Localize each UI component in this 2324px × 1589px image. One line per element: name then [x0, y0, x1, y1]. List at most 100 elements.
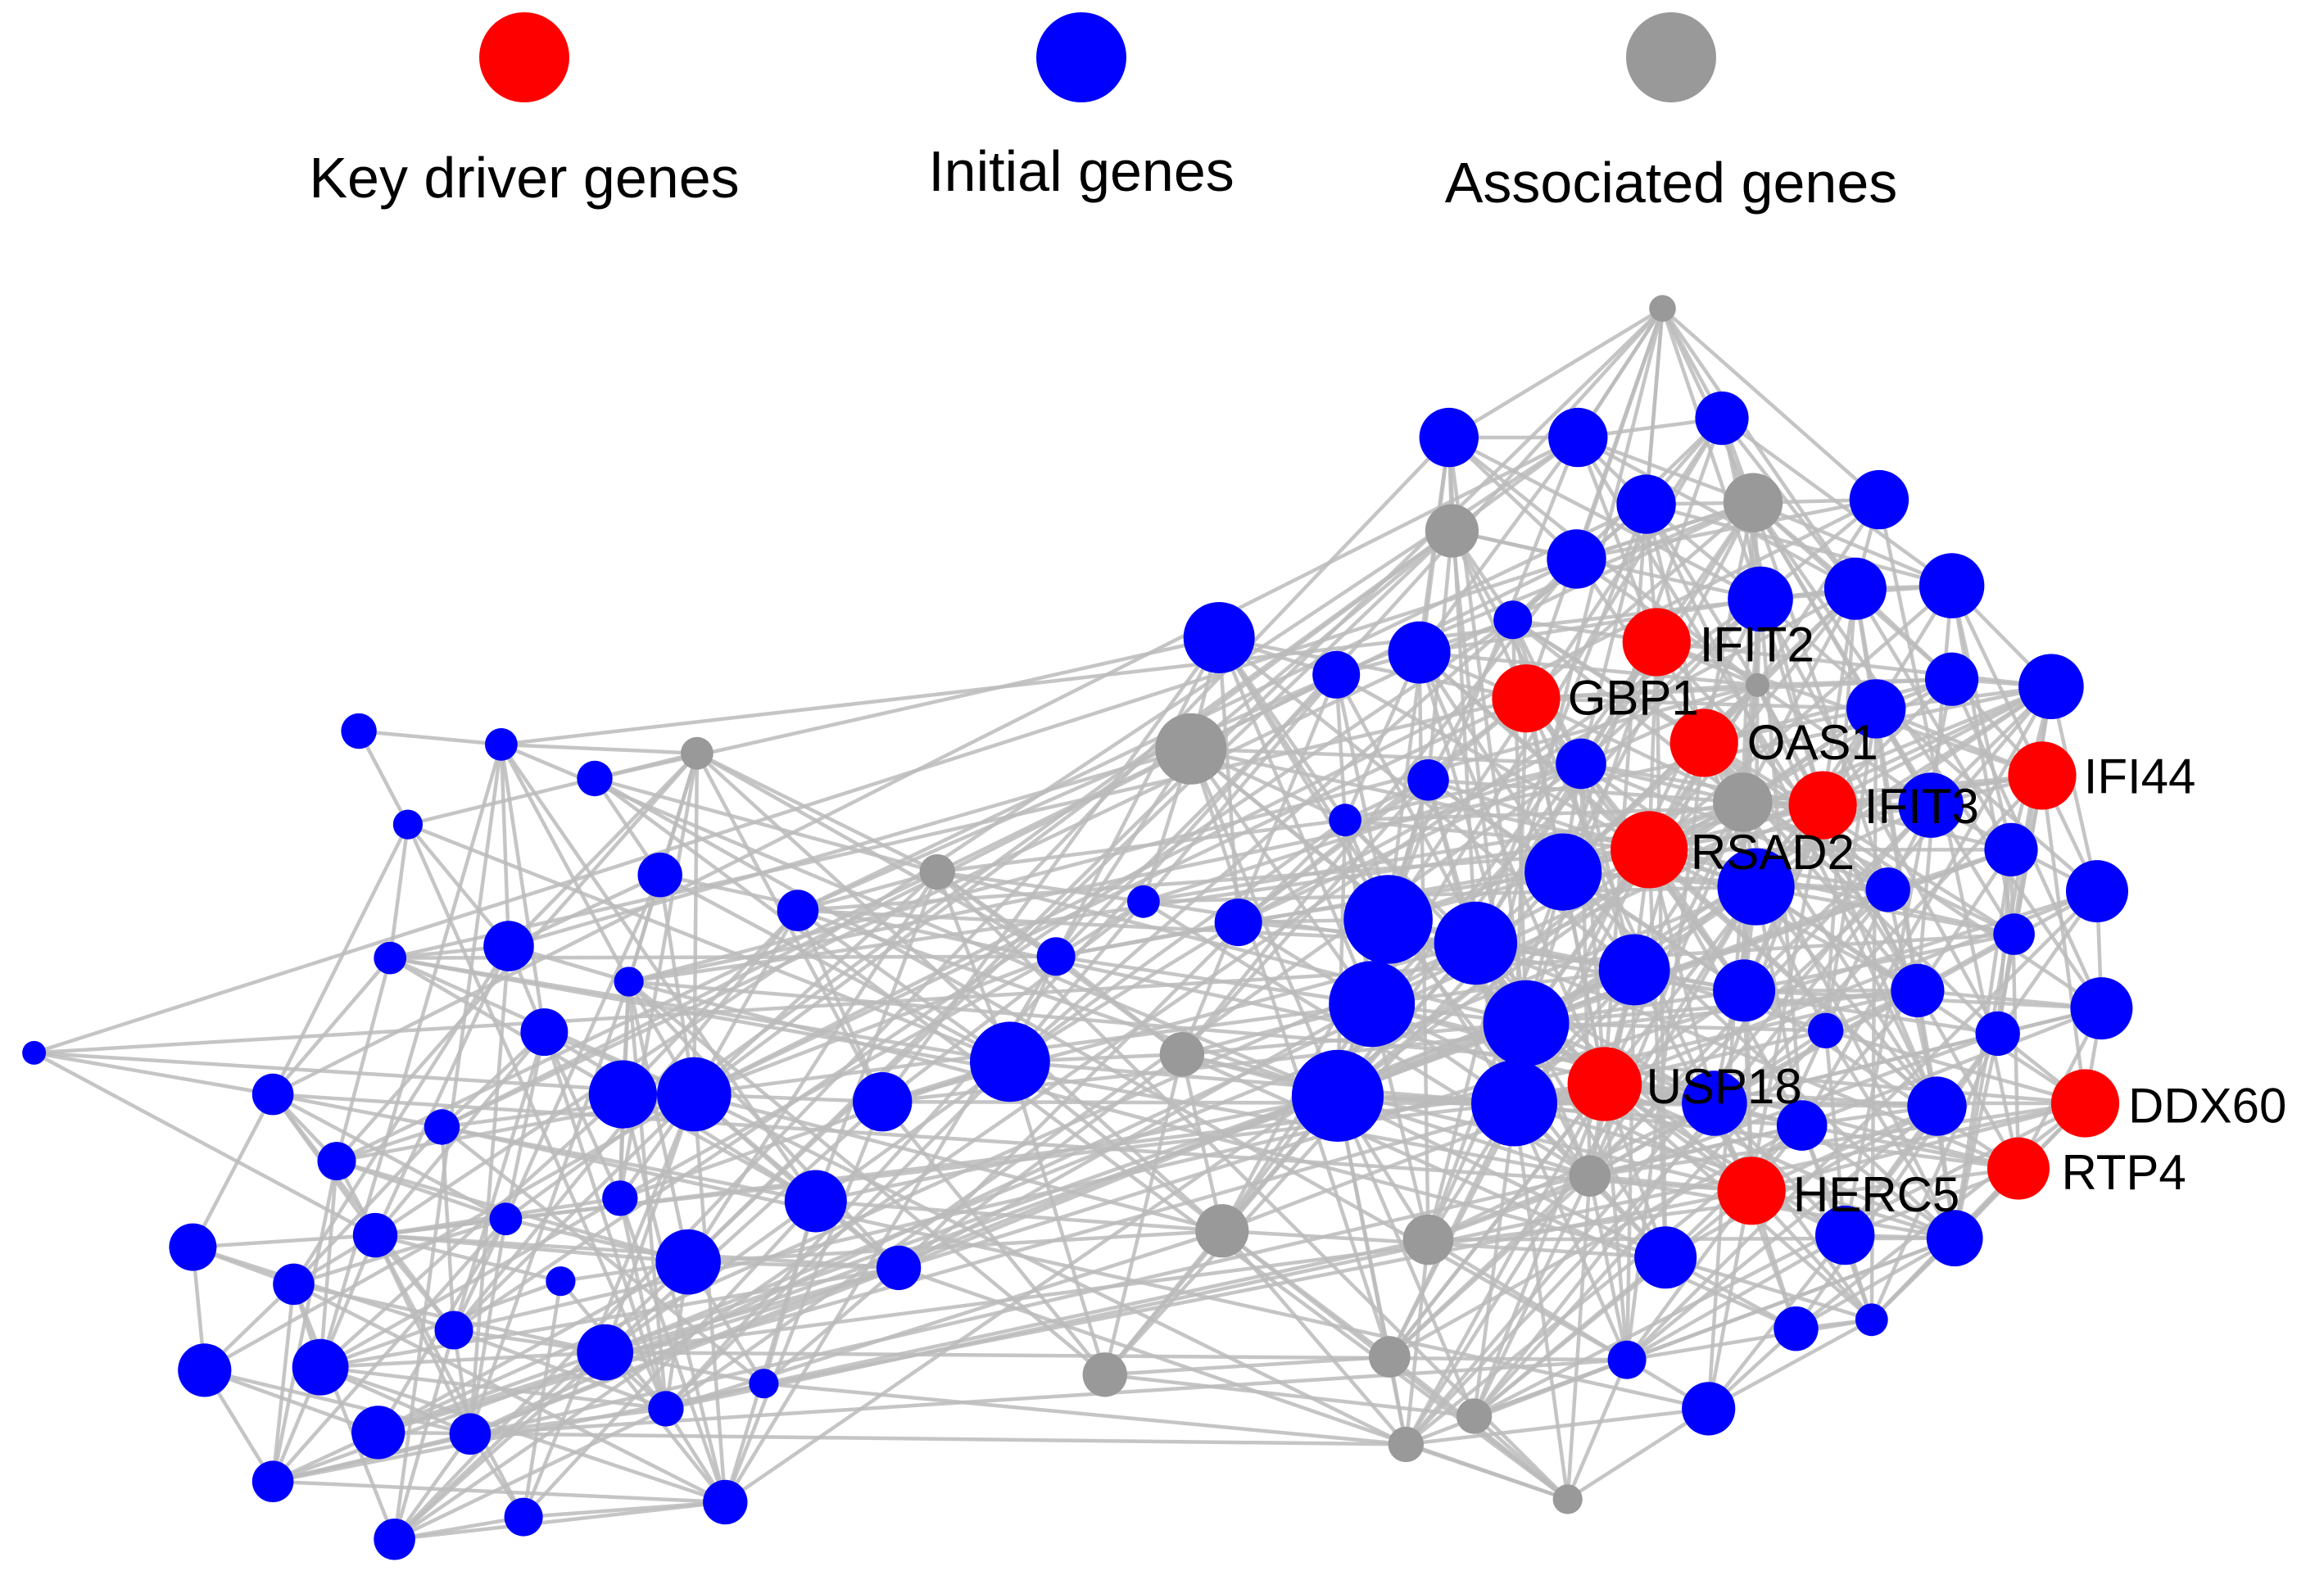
network-edge [1574, 307, 1665, 560]
initial-gene-node [1808, 1012, 1844, 1049]
network-edge [1589, 1123, 1803, 1178]
network-edge [1008, 1060, 1224, 1233]
network-edge [374, 1030, 546, 1237]
associated-gene-node [1082, 1352, 1128, 1397]
initial-gene-node [1388, 621, 1451, 684]
network-edge [1473, 1415, 1570, 1501]
initial-gene-node [749, 1369, 779, 1399]
network-edge [1472, 1029, 1828, 1418]
network-edge [1916, 849, 2013, 992]
initial-gene-node [1343, 875, 1433, 964]
initial-gene-node [637, 853, 682, 898]
initial-gene-node [1329, 961, 1416, 1048]
network-edge [1404, 1083, 1606, 1446]
network-edge [763, 1238, 1429, 1386]
associated-gene-node [1195, 1204, 1249, 1258]
network-edge [1405, 1442, 1569, 1501]
network-edge [724, 800, 1744, 1504]
network-edge [1426, 308, 1665, 1241]
associated-gene-node [1713, 772, 1773, 832]
initial-gene-node [392, 809, 423, 840]
initial-gene-node [1598, 934, 1670, 1006]
network-edge [1513, 1029, 1827, 1106]
associated-gene-node [919, 853, 955, 890]
associated-gene-node [1723, 473, 1783, 532]
network-edge [1388, 888, 1890, 1359]
network-edge [897, 818, 1347, 1270]
initial-gene-node [317, 1142, 356, 1181]
initial-gene-node [1493, 600, 1533, 640]
network-edge [507, 752, 699, 948]
network-edge [1220, 1003, 1374, 1232]
gene-label-herc5: HERC5 [1793, 1167, 1959, 1222]
gene-label-ifit3: IFIT3 [1864, 779, 1979, 834]
initial-gene-node [1823, 557, 1887, 620]
initial-gene-node [434, 1311, 473, 1350]
legend-item-initial: Initial genes [868, 12, 1294, 204]
network-edge [468, 945, 511, 1434]
network-edge [1512, 1102, 1570, 1500]
blue-circle-icon [1036, 12, 1126, 102]
network-edge [1823, 1030, 1847, 1236]
initial-gene-node [374, 1519, 415, 1560]
node-layer [22, 295, 2133, 1560]
initial-gene-node [251, 1460, 294, 1502]
network-edge [621, 1093, 727, 1503]
network-edge [407, 822, 1011, 1064]
network-edge [603, 1093, 696, 1353]
network-edge [1008, 502, 1648, 1063]
network-edge [621, 909, 800, 1096]
network-edge [270, 1283, 296, 1482]
initial-gene-node [703, 1479, 748, 1525]
initial-gene-node [614, 967, 644, 997]
network-edge [1752, 500, 1953, 588]
network-edge [2049, 686, 2100, 892]
network-edge [405, 823, 668, 1410]
network-edge [593, 776, 1629, 1362]
initial-gene-node [970, 1021, 1050, 1102]
network-edge [1795, 1236, 1956, 1331]
associated-gene-node [1159, 1032, 1205, 1077]
network-edge [1579, 597, 1762, 766]
key-driver-node [1788, 771, 1857, 840]
network-edge [762, 1266, 900, 1385]
network-edge [378, 889, 2098, 1435]
network-edge [1008, 818, 1347, 1064]
associated-gene-node [1425, 504, 1479, 558]
network-edge [1576, 497, 1880, 561]
network-edge [501, 742, 698, 755]
associated-gene-node [1569, 1155, 1611, 1197]
network-edge [1475, 800, 1744, 945]
network-edge [191, 1093, 275, 1248]
network-edge [1008, 921, 1239, 1064]
network-edge [1447, 306, 1664, 440]
network-edge [193, 1233, 376, 1249]
network-edge [1644, 308, 1665, 505]
initial-gene-node [1898, 772, 1964, 838]
gene-label-ifit2: IFIT2 [1700, 618, 1814, 672]
network-edge [1189, 748, 1340, 1097]
network-edge [1823, 1030, 1957, 1239]
network-edge [501, 586, 1856, 747]
network-edge [508, 747, 1192, 948]
initial-gene-node [1919, 553, 1985, 618]
initial-gene-node [1717, 848, 1795, 926]
initial-gene-node [648, 1391, 684, 1427]
network-edge [271, 823, 410, 1096]
network-edge [796, 908, 1012, 1064]
network-edge [1756, 683, 1932, 807]
initial-gene-node [341, 713, 377, 749]
initial-gene-node [1471, 1060, 1557, 1147]
initial-gene-node [1524, 833, 1602, 911]
network-edge [406, 823, 510, 948]
initial-gene-node [1548, 407, 1608, 468]
legend-label-key-driver: Key driver genes [309, 146, 740, 210]
network-edge [1335, 1095, 1476, 1417]
network-edge [1143, 899, 1999, 1036]
network-edge [1217, 636, 1636, 971]
associated-gene-node [1155, 713, 1227, 785]
network-edge [1103, 1229, 1224, 1376]
initial-gene-node [1183, 602, 1255, 673]
network-edge [1417, 651, 1606, 1085]
